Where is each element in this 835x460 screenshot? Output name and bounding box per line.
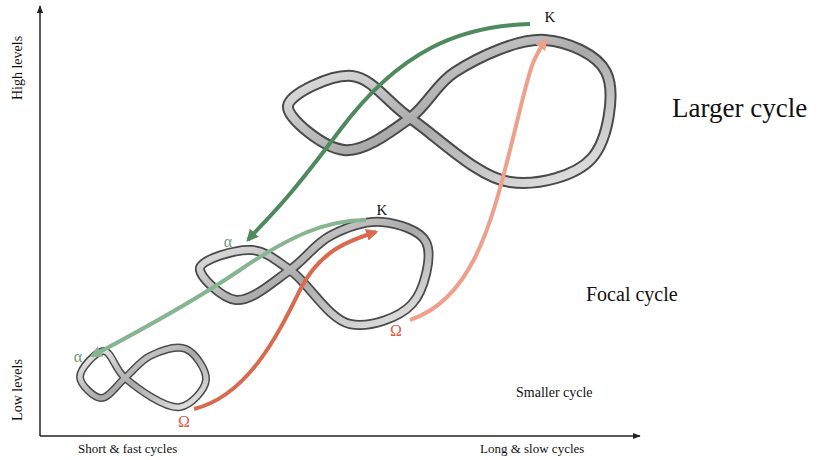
cycle-ribbon [288,40,610,183]
label: α [74,348,82,366]
label: High levels [10,36,25,100]
revolt-arrow [92,220,366,356]
label: Larger cycle [672,94,807,124]
y-axis [39,6,41,436]
label: K [377,202,388,219]
label: Long & slow cycles [480,442,584,456]
ribbon-face [288,40,610,183]
label: Ω [178,413,190,431]
label: Low levels [10,359,25,421]
ribbon-edge [288,40,610,183]
remember-arrow [194,232,376,409]
label: Smaller cycle [516,385,593,400]
remember-arrow [410,40,546,320]
label: Ω [390,322,402,340]
revolt-arrow [248,24,530,240]
label: Focal cycle [586,283,678,305]
cycle-ribbon [80,348,206,407]
ribbon-face [80,348,206,407]
x-axis [40,435,640,437]
label: α [224,233,232,251]
label: Short & fast cycles [78,442,177,456]
ribbon-edge [80,348,206,407]
cycle-ribbons [80,40,610,407]
label: K [545,9,556,26]
